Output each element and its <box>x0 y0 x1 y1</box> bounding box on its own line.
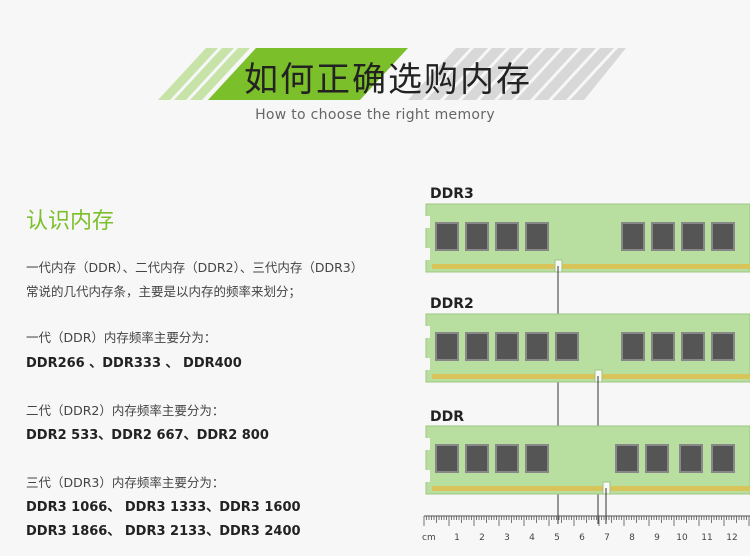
ruler-number: 7 <box>604 533 610 543</box>
ruler-unit-label: cm <box>422 533 436 543</box>
ddr3-heading: 三代（DDR3）内存频率主要分为： <box>26 475 225 490</box>
ram-module-ddr2 <box>422 313 750 524</box>
banner-stripes <box>158 48 626 100</box>
memory-chip <box>495 332 519 361</box>
gold-contacts <box>432 486 750 491</box>
ddr-heading: 一代（DDR）内存频率主要分为： <box>26 330 217 345</box>
ruler-number: 3 <box>504 533 510 543</box>
ruler-number: 2 <box>479 533 485 543</box>
memory-chip <box>615 444 639 473</box>
memory-chip <box>711 332 735 361</box>
memory-chip <box>525 332 549 361</box>
memory-chip <box>495 444 519 473</box>
intro-line-1: 一代内存（DDR）、二代内存（DDR2）、三代内存（DDR3） <box>26 260 364 275</box>
ram-module-ddr <box>422 425 750 524</box>
ruler-number: 11 <box>701 533 712 543</box>
module-label-ddr: DDR <box>430 409 465 425</box>
memory-chip <box>681 222 705 251</box>
ddr3-values-line-2: DDR3 1866、 DDR3 2133、DDR3 2400 <box>26 524 301 539</box>
ruler-number: 1 <box>454 533 460 543</box>
ruler-number: 10 <box>676 533 688 543</box>
memory-chip <box>621 332 645 361</box>
ruler-number: 4 <box>529 533 535 543</box>
ddr2-values: DDR2 533、DDR2 667、DDR2 800 <box>26 428 269 443</box>
memory-chip <box>435 332 459 361</box>
page-subtitle: How to choose the right memory <box>255 107 495 123</box>
ddr-values: DDR266 、DDR333 、 DDR400 <box>26 356 242 371</box>
page-title: 如何正确选购内存 <box>244 60 532 100</box>
gold-contacts <box>432 264 750 269</box>
memory-chip <box>465 222 489 251</box>
memory-chip <box>651 222 675 251</box>
module-label-ddr3: DDR3 <box>430 186 474 202</box>
intro-line-2: 常说的几代内存条，主要是以内存的频率来划分； <box>26 284 302 299</box>
ruler-number: 12 <box>726 533 737 543</box>
ruler-number: 6 <box>579 533 585 543</box>
memory-chip <box>435 222 459 251</box>
header-banner: 如何正确选购内存 <box>158 48 626 102</box>
memory-chip <box>465 332 489 361</box>
memory-chip <box>465 444 489 473</box>
memory-chip <box>555 332 579 361</box>
memory-chip <box>435 444 459 473</box>
memory-chip <box>681 332 705 361</box>
section-title: 认识内存 <box>26 209 115 234</box>
ddr3-values-line-1: DDR3 1066、 DDR3 1333、DDR3 1600 <box>26 500 301 515</box>
ddr2-heading: 二代（DDR2）内存频率主要分为： <box>26 403 225 418</box>
memory-chip <box>525 222 549 251</box>
ram-module-ddr3 <box>422 203 750 524</box>
memory-chip <box>679 444 703 473</box>
gold-contacts <box>432 374 750 379</box>
module-label-ddr2: DDR2 <box>430 296 474 312</box>
ruler-number: 9 <box>654 533 660 543</box>
memory-chip <box>711 444 735 473</box>
memory-chip <box>645 444 669 473</box>
ruler-number: 8 <box>629 533 635 543</box>
memory-chip <box>525 444 549 473</box>
memory-chip <box>495 222 519 251</box>
memory-chip <box>711 222 735 251</box>
ruler-number: 5 <box>554 533 560 543</box>
memory-chip <box>621 222 645 251</box>
memory-chip <box>651 332 675 361</box>
